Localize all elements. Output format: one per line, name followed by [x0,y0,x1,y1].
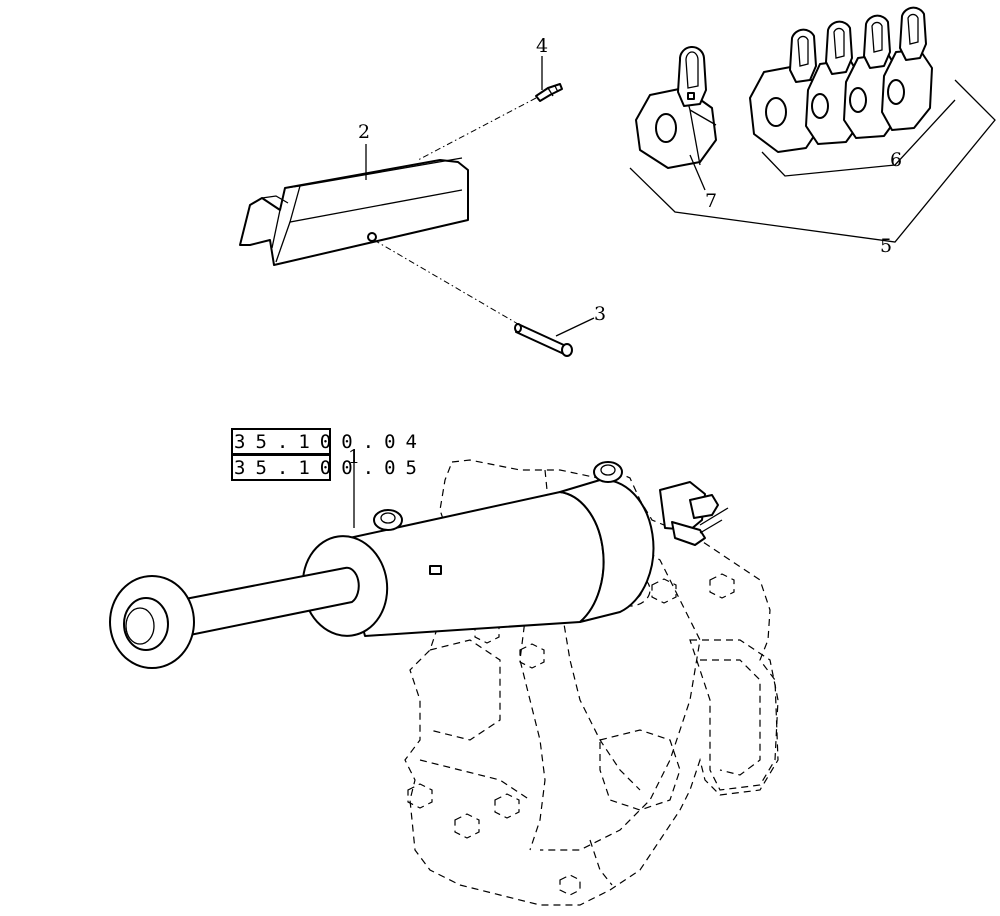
callout-3: 3 [594,303,606,325]
bracket-6 [761,99,956,177]
alignment-line-upper [417,97,537,161]
callout-7: 7 [705,190,717,212]
callout-5: 5 [880,235,892,257]
clip [535,83,563,102]
bracket-5 [629,79,996,243]
quadrant-lever-group [749,6,933,153]
reference-text-35-100-04: 35.100.04 [234,431,427,453]
callout-4: 4 [536,35,548,57]
reference-text-35-100-05: 35.100.05 [234,457,427,479]
callout-6: 6 [890,149,902,171]
hydraulic-cylinder [109,461,729,669]
callout-2: 2 [358,121,370,143]
callout-1: 1 [348,446,360,468]
reference-35-100-05: 35.100.05 [231,454,427,481]
leader-line-7 [689,154,706,191]
quadrant-lever-single [635,46,717,169]
leader-line-3 [555,317,595,337]
reference-35-100-04: 35.100.04 [231,428,427,455]
alignment-line-lower [373,239,519,325]
pin [514,323,573,357]
cover-plate [239,157,469,266]
